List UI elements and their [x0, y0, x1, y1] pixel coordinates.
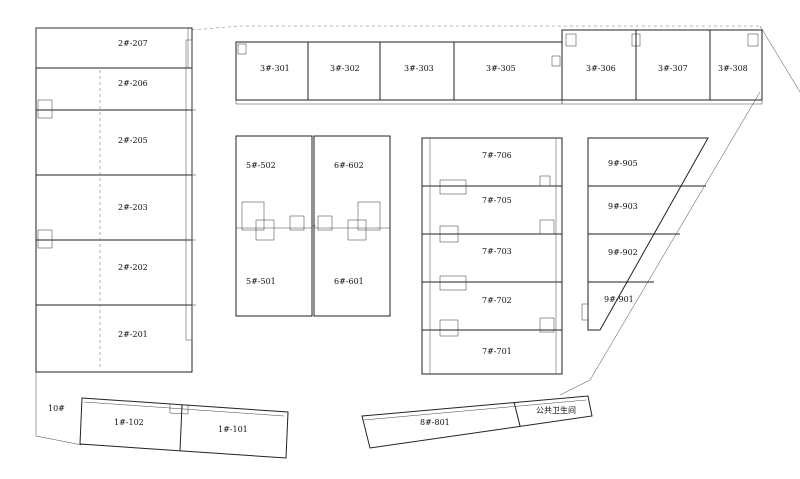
- building-7: [421, 137, 563, 375]
- site-boundary: [35, 25, 800, 446]
- unit-label-2-202: 2#-202: [118, 263, 148, 272]
- unit-label-3-306: 3#-306: [586, 64, 616, 73]
- unit-label-6-601: 6#-601: [334, 277, 364, 286]
- unit-label-7-701: 7#-701: [482, 347, 512, 356]
- building-6: [313, 135, 391, 317]
- unit-label-3-307: 3#-307: [658, 64, 688, 73]
- unit-label-9-905: 9#-905: [608, 159, 638, 168]
- unit-label-3-308: 3#-308: [718, 64, 748, 73]
- unit-label-2-203: 2#-203: [118, 203, 148, 212]
- unit-label-9-903: 9#-903: [608, 202, 638, 211]
- building-5: [235, 135, 316, 317]
- unit-label-5-502: 5#-502: [246, 161, 276, 170]
- unit-label-7-702: 7#-702: [482, 296, 512, 305]
- unit-label-8-801: 8#-801: [420, 418, 450, 427]
- unit-label-7-706: 7#-706: [482, 151, 512, 160]
- building-9: [581, 137, 709, 331]
- unit-label-10: 10#: [48, 404, 65, 413]
- unit-label-9-901: 9#-901: [604, 295, 634, 304]
- unit-label-3-302: 3#-302: [330, 64, 360, 73]
- unit-label-9-902: 9#-902: [608, 248, 638, 257]
- unit-label-2-206: 2#-206: [118, 79, 148, 88]
- building-8: [361, 395, 593, 449]
- unit-label-2-207: 2#-207: [118, 39, 148, 48]
- unit-label-1-102: 1#-102: [114, 418, 144, 427]
- unit-label-5-501: 5#-501: [246, 277, 276, 286]
- unit-label-7-705: 7#-705: [482, 196, 512, 205]
- unit-label-2-205: 2#-205: [118, 136, 148, 145]
- building-1: [79, 397, 289, 459]
- building-3: [235, 29, 763, 105]
- unit-label-3-303: 3#-303: [404, 64, 434, 73]
- unit-label-public-toilet: 公共卫生间: [536, 405, 576, 415]
- unit-label-3-305: 3#-305: [486, 64, 516, 73]
- unit-label-3-301: 3#-301: [260, 64, 290, 73]
- unit-label-6-602: 6#-602: [334, 161, 364, 170]
- building-2: [35, 27, 196, 373]
- unit-label-1-101: 1#-101: [218, 425, 248, 434]
- unit-label-2-201: 2#-201: [118, 330, 148, 339]
- unit-label-7-703: 7#-703: [482, 247, 512, 256]
